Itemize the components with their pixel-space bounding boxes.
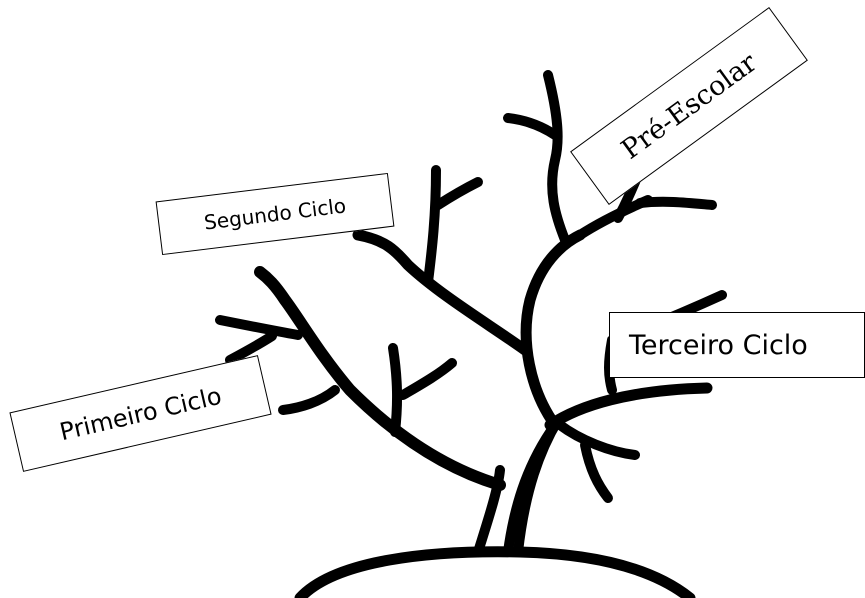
- primeiro-twig-lower: [278, 385, 340, 415]
- terceiro-branch: [544, 382, 713, 431]
- segundo-ciclo-text: Segundo Ciclo: [202, 193, 348, 235]
- pre-escolar-twig-right: [635, 196, 717, 210]
- primeiro-twig-upper: [215, 315, 303, 340]
- terceiro-ciclo-label: Terceiro Ciclo: [609, 312, 865, 378]
- trunk-right: [513, 415, 563, 557]
- ground-arc: [294, 546, 696, 598]
- segundo-branch: [352, 229, 531, 356]
- central-trunk: [520, 229, 586, 431]
- terceiro-lower-branch: [555, 420, 640, 460]
- upper-left-twig: [503, 113, 560, 140]
- primeiro-twig-small: [225, 331, 277, 365]
- trunk-left: [473, 465, 505, 557]
- primeiro-inner-twig-right: [398, 358, 457, 400]
- primeiro-inner-twig: [388, 343, 403, 437]
- terceiro-ciclo-text: Terceiro Ciclo: [629, 329, 808, 361]
- terceiro-lower-twig: [580, 440, 613, 503]
- upper-trunk: [543, 70, 570, 245]
- primeiro-branch: [254, 266, 506, 491]
- segundo-twig-up: [423, 165, 441, 287]
- segundo-twig-right: [433, 177, 483, 210]
